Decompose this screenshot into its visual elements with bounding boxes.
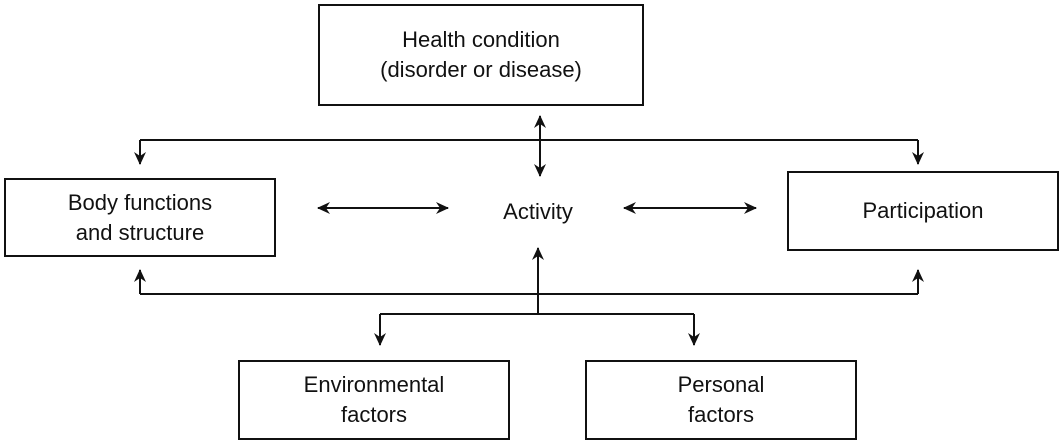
personal-factors-box: Personal factors [585, 360, 857, 440]
environmental-factors-line2: factors [340, 402, 408, 427]
body-functions-box: Body functions and structure [4, 178, 276, 257]
environmental-factors-line1: Environmental [303, 372, 445, 397]
health-condition-subtitle: (disorder or disease) [380, 57, 582, 82]
participation-label: Participation [862, 198, 984, 223]
health-condition-box: Health condition (disorder or disease) [318, 4, 644, 106]
personal-factors-line2: factors [687, 402, 755, 427]
personal-factors-line1: Personal [677, 372, 765, 397]
body-functions-line2: and structure [75, 219, 205, 245]
participation-box: Participation [787, 171, 1059, 251]
body-functions-line1: Body functions [67, 189, 213, 215]
environmental-factors-box: Environmental factors [238, 360, 510, 440]
activity-label: Activity [503, 199, 573, 224]
health-condition-title: Health condition [402, 27, 560, 52]
